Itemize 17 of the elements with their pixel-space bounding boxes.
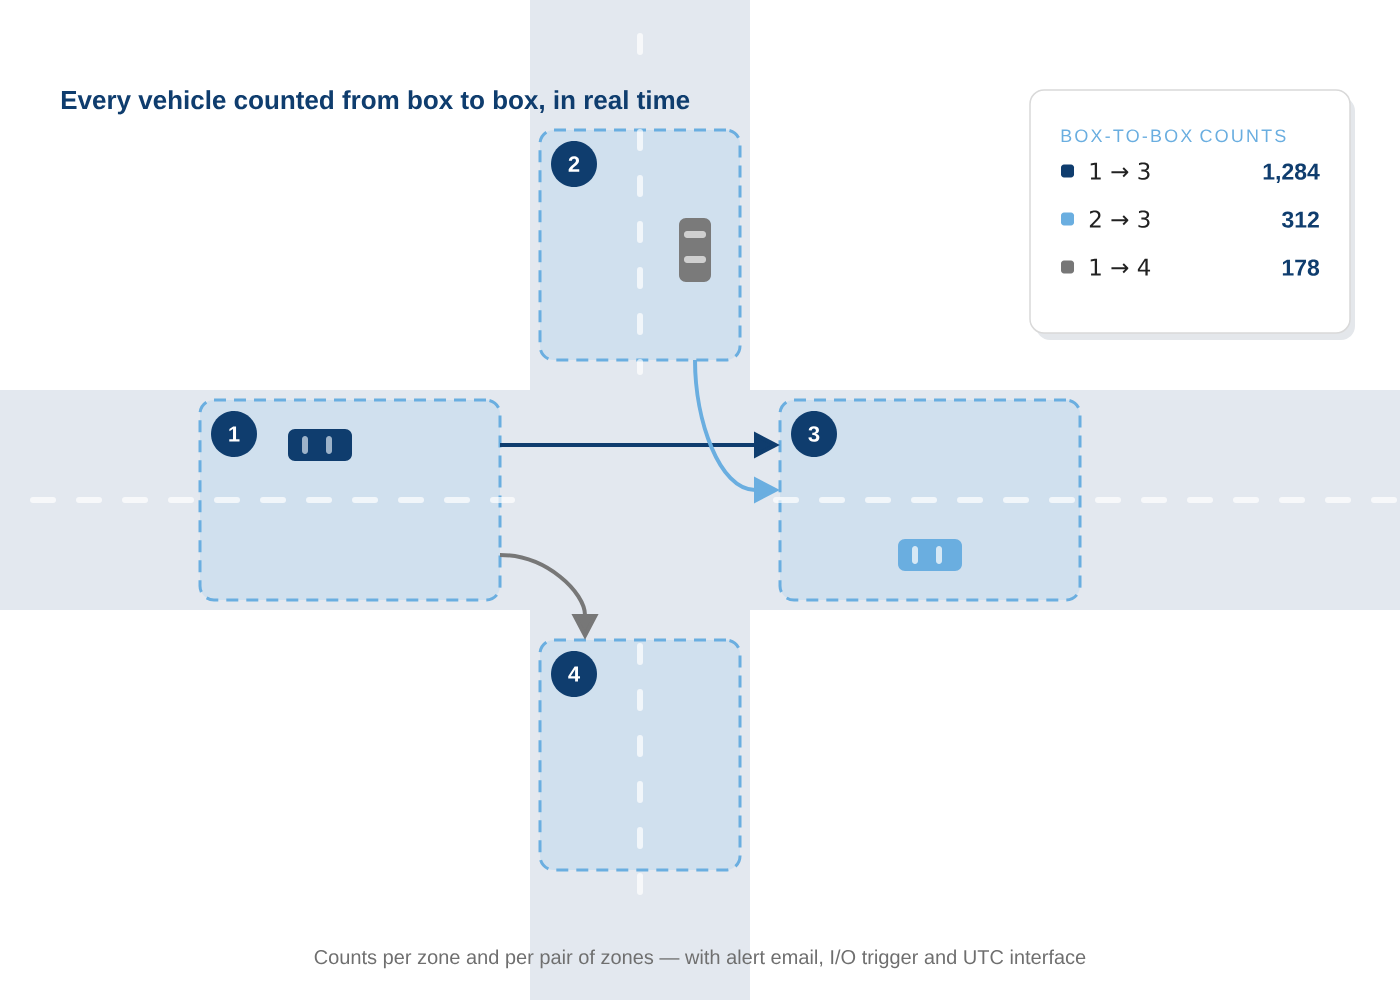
count-value: 312 (1281, 211, 1319, 228)
legend-label: 1 → 3 (1090, 162, 1150, 180)
zone-box (538, 638, 742, 872)
number-badge: 3 (791, 411, 837, 457)
number-badge: 1 (211, 411, 257, 457)
zone-box (198, 398, 502, 602)
legend-heading: BOX-TO-BOX COUNTS (1061, 129, 1286, 143)
zone-box (538, 128, 742, 362)
number-badge: 2 (551, 141, 597, 187)
legend-label: 2 → 3 (1089, 210, 1150, 228)
legend-label: 1 → 4 (1090, 258, 1151, 276)
count-value: 178 (1282, 259, 1320, 276)
count-value: 1,284 (1263, 163, 1320, 184)
zone-box (778, 398, 1082, 602)
caption: Counts per zone and per pair of zones — with alert email, I/O trigger and UTC interface (314, 949, 1086, 969)
title: Every vehicle counted from box to box, in real time (61, 90, 690, 115)
number-badge: 4 (551, 651, 597, 697)
